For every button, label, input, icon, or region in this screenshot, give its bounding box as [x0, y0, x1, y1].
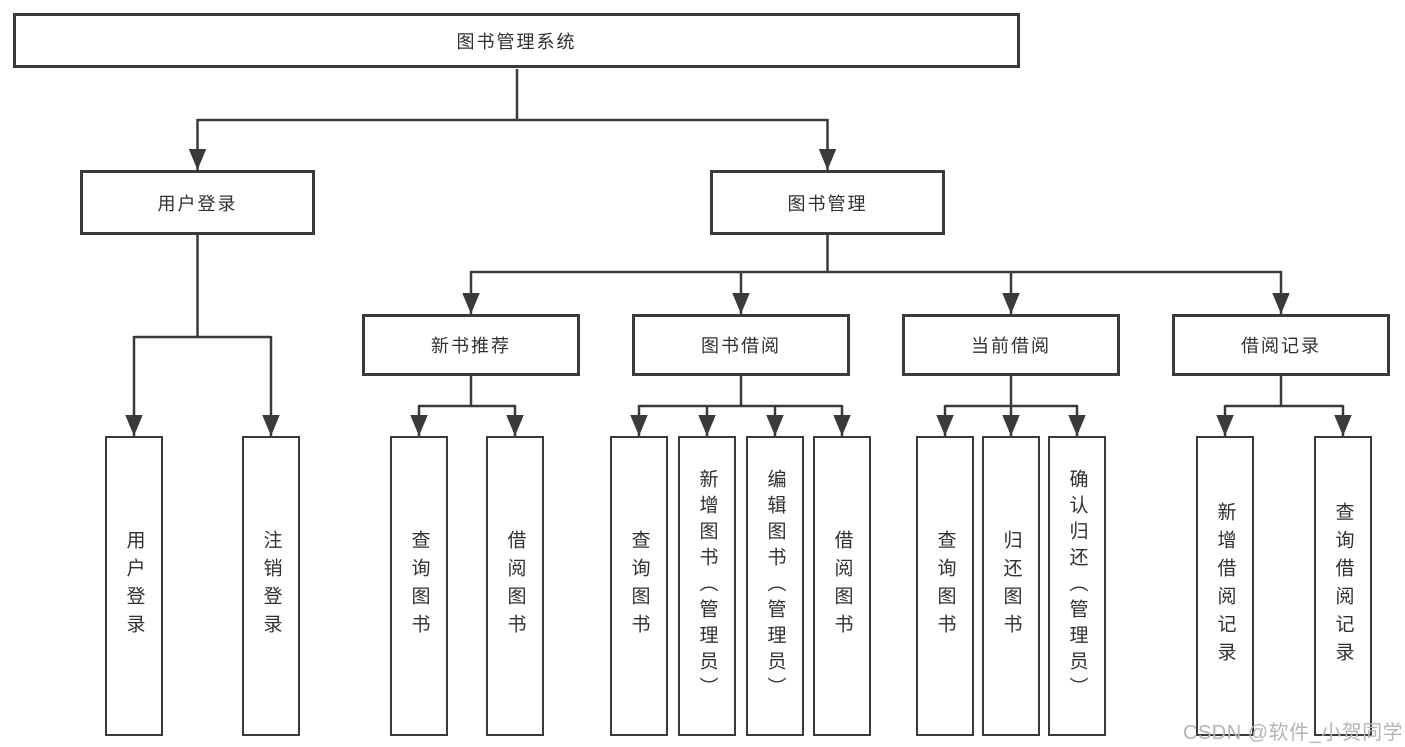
node-user-login-label: 用户登录: [157, 193, 238, 214]
leaf-nb-query-book: 查询图书: [390, 436, 448, 736]
node-new-book-rec-label: 新书推荐: [431, 336, 511, 356]
leaf-br-add-record: 新增借阅记录: [1196, 436, 1254, 736]
node-book-borrow: 图书借阅: [632, 314, 850, 376]
leaf-cb-query-book-label: 查询图书: [934, 530, 956, 642]
leaf-user-login: 用户登录: [105, 436, 163, 736]
trunk-book-mgmt: [471, 235, 1281, 274]
node-borrow-records: 借阅记录: [1172, 314, 1390, 376]
node-book-borrow-label: 图书借阅: [701, 336, 781, 356]
node-book-mgmt-label: 图书管理: [787, 193, 868, 214]
leaf-nb-borrow-book-label: 借阅图书: [504, 530, 526, 642]
leaf-cb-query-book: 查询图书: [916, 436, 974, 736]
node-current-borrow-label: 当前借阅: [971, 336, 1051, 356]
leaf-logout: 注销登录: [242, 436, 300, 736]
leaf-br-add-record-label: 新增借阅记录: [1214, 502, 1236, 670]
leaf-logout-label: 注销登录: [260, 530, 282, 642]
trunk-user-login: [134, 235, 271, 339]
leaf-cb-return-book: 归还图书: [982, 436, 1040, 736]
leaf-cb-confirm-return-admin-label: 确认归还（管理员）: [1066, 469, 1088, 703]
leaf-bb-add-book-admin-label: 新增图书（管理员）: [696, 469, 718, 703]
leaf-bb-borrow-book: 借阅图书: [813, 436, 871, 736]
leaf-nb-borrow-book: 借阅图书: [486, 436, 544, 736]
leaf-cb-return-book-label: 归还图书: [1000, 530, 1022, 642]
leaf-cb-confirm-return-admin: 确认归还（管理员）: [1048, 436, 1106, 736]
trunk-current-borrow: [945, 376, 1077, 408]
leaf-bb-edit-book-admin: 编辑图书（管理员）: [746, 436, 804, 736]
trunk-root: [197, 69, 828, 122]
node-borrow-records-label: 借阅记录: [1241, 336, 1321, 356]
trunk-borrow-records: [1225, 376, 1343, 408]
leaf-bb-query-book-label: 查询图书: [628, 530, 650, 642]
leaf-bb-query-book: 查询图书: [610, 436, 668, 736]
trunk-new-book-rec: [419, 376, 515, 408]
leaf-user-login-label: 用户登录: [123, 530, 145, 642]
watermark: CSDN @软件_小贺同学: [1183, 722, 1404, 744]
trunk-book-borrow: [639, 376, 842, 408]
node-new-book-rec: 新书推荐: [362, 314, 580, 376]
leaf-br-query-record-label: 查询借阅记录: [1332, 502, 1354, 670]
leaf-nb-query-book-label: 查询图书: [408, 530, 430, 642]
leaf-bb-edit-book-admin-label: 编辑图书（管理员）: [764, 469, 786, 703]
leaf-br-query-record: 查询借阅记录: [1314, 436, 1372, 736]
node-book-mgmt: 图书管理: [710, 170, 945, 235]
leaf-bb-borrow-book-label: 借阅图书: [831, 530, 853, 642]
node-root-label: 图书管理系统: [456, 31, 577, 52]
node-root: 图书管理系统: [13, 13, 1020, 68]
node-current-borrow: 当前借阅: [902, 314, 1120, 376]
leaf-bb-add-book-admin: 新增图书（管理员）: [678, 436, 736, 736]
node-user-login: 用户登录: [80, 170, 315, 235]
